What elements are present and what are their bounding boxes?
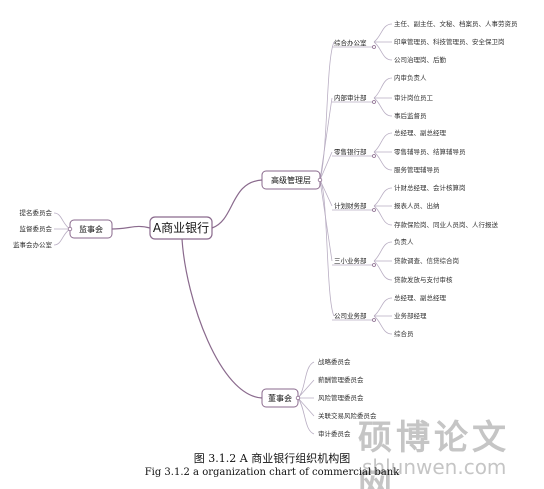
dept-retail-banking: 零售银行部 [334, 147, 367, 156]
leaf-item: 报表人员、出纳 [394, 201, 440, 210]
leaf-item: 提名委员会 [20, 208, 53, 217]
leaf-item: 总经理、副总经理 [394, 293, 447, 302]
leaf-item: 贷款发放与支付审核 [394, 275, 453, 284]
senior-node-label: 高级管理层 [271, 175, 311, 185]
dept-general-office: 综合办公室 [334, 38, 367, 47]
leaf-item: 计财总经理、会计核算岗 [394, 183, 466, 192]
department-leaves: 主任、副主任、文秘、档案员、人事劳资员 印章管理员、科技管理员、安全保卫岗 公司… [394, 19, 518, 338]
leaf-item: 业务部经理 [394, 311, 427, 320]
board-leaves: 战略委员会 薪酬管理委员会 风险管理委员会 关联交易风险委员会 审计委员会 [318, 357, 377, 438]
leaf-item: 服务管理辅导员 [394, 165, 440, 174]
leaf-item: 印章管理员、科技管理员、安全保卫岗 [394, 37, 505, 46]
watermark-url: shlunwen.com [362, 455, 507, 479]
root-to-supervisory-link [111, 225, 151, 230]
department-labels: 综合办公室 内部审计部 零售银行部 计划财务部 三小业务部 公司业务部 [332, 38, 374, 321]
l2-spines [373, 23, 393, 335]
leaf-item: 审计委员会 [318, 429, 351, 438]
leaf-item: 事后监督员 [394, 111, 427, 120]
leaf-item: 贷款调查、信贷综合岗 [394, 256, 459, 265]
watermark-chinese: 硕博论文网 [358, 418, 510, 489]
leaf-item: 监督委员会 [20, 224, 53, 233]
leaf-item: 负责人 [394, 237, 414, 246]
root-to-board-link [181, 238, 263, 399]
leaf-item: 风险管理委员会 [318, 393, 364, 402]
dept-corporate-business: 公司业务部 [334, 311, 367, 320]
supervisory-spine [53, 212, 71, 246]
leaf-item: 存款保险岗、同业人员岗、人行报送 [394, 220, 499, 229]
leaf-item: 监事会办公室 [13, 240, 53, 249]
board-spine [297, 361, 315, 435]
leaf-item: 总经理、副总经理 [394, 128, 447, 137]
figure-caption-chinese: 图 3.1.2 A 商业银行组织机构图 [193, 452, 351, 465]
leaf-item: 审计岗位员工 [394, 93, 434, 102]
leaf-item: 零售辅导员、结算辅导员 [394, 147, 466, 156]
leaf-item: 薪酬管理委员会 [318, 375, 364, 384]
senior-spine [319, 41, 335, 317]
leaf-item: 主任、副主任、文秘、档案员、人事劳资员 [394, 19, 518, 28]
dept-internal-audit: 内部审计部 [334, 93, 367, 102]
connector-dots [67, 45, 376, 401]
leaf-item: 内审负责人 [394, 73, 427, 82]
supervisory-leaves: 提名委员会 监督委员会 监事会办公室 [13, 208, 53, 249]
leaf-item: 综合员 [394, 329, 414, 338]
root-node-label: A商业银行 [153, 220, 209, 235]
dept-planning-finance: 计划财务部 [334, 201, 367, 210]
figure-caption-english: Fig 3.1.2 a organization chart of commer… [144, 467, 400, 478]
root-to-senior-link [211, 179, 263, 229]
supervisory-node-label: 监事会 [79, 224, 103, 234]
leaf-item: 公司治理岗、后勤 [394, 55, 447, 64]
leaf-item: 战略委员会 [318, 357, 351, 366]
leaf-item: 关联交易风险委员会 [318, 411, 377, 420]
board-node-label: 董事会 [268, 393, 292, 403]
root-node-box [149, 216, 213, 240]
dept-small-business: 三小业务部 [334, 256, 367, 265]
